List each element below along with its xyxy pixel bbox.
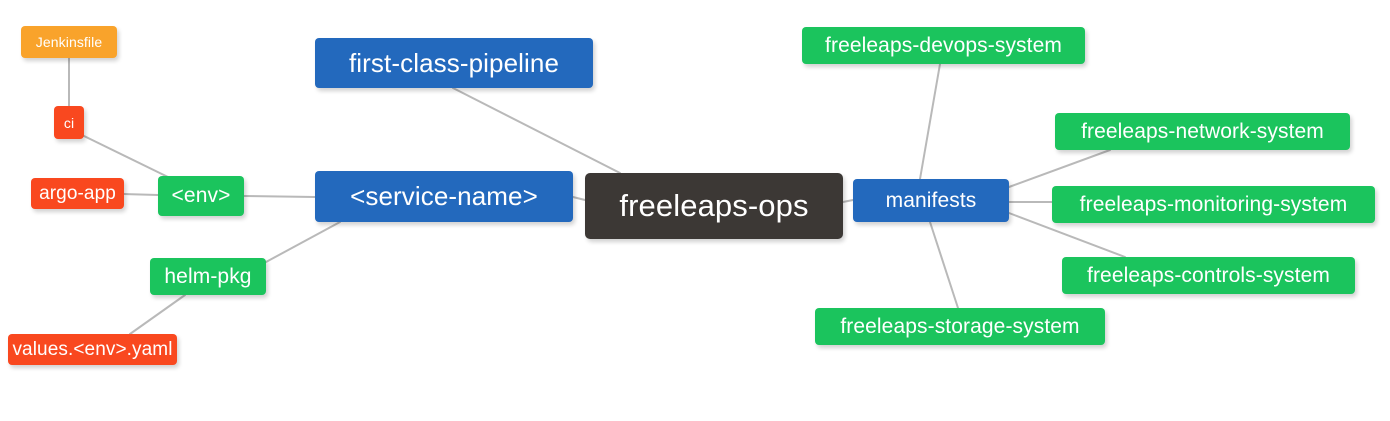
edge-manifests-to-network (1008, 149, 1111, 188)
node-devops[interactable]: freeleaps-devops-system (802, 27, 1085, 64)
node-helm[interactable]: helm-pkg (150, 258, 266, 295)
node-manifests[interactable]: manifests (853, 179, 1009, 222)
node-controls[interactable]: freeleaps-controls-system (1062, 257, 1355, 294)
node-env[interactable]: <env> (158, 176, 244, 216)
node-monitoring[interactable]: freeleaps-monitoring-system (1052, 186, 1375, 223)
node-root[interactable]: freeleaps-ops (585, 173, 843, 239)
node-jenkins[interactable]: Jenkinsfile (21, 26, 117, 58)
node-ci[interactable]: ci (54, 106, 84, 139)
node-service[interactable]: <service-name> (315, 171, 573, 222)
edge-values-to-helm (129, 294, 186, 335)
node-pipeline[interactable]: first-class-pipeline (315, 38, 593, 88)
edge-manifests-to-devops (919, 63, 941, 180)
edge-pipeline-to-root (452, 87, 621, 174)
edge-helm-to-service (265, 221, 341, 263)
node-network[interactable]: freeleaps-network-system (1055, 113, 1350, 150)
edge-manifests-to-storage (929, 221, 959, 309)
edge-root-to-manifests (842, 199, 854, 203)
edge-env-to-service (243, 195, 316, 198)
edge-argo-to-env (123, 193, 159, 196)
edge-ci-to-env (83, 135, 171, 179)
node-values[interactable]: values.<env>.yaml (8, 334, 177, 365)
node-storage[interactable]: freeleaps-storage-system (815, 308, 1105, 345)
edge-service-to-root (572, 196, 586, 201)
node-argo[interactable]: argo-app (31, 178, 124, 209)
